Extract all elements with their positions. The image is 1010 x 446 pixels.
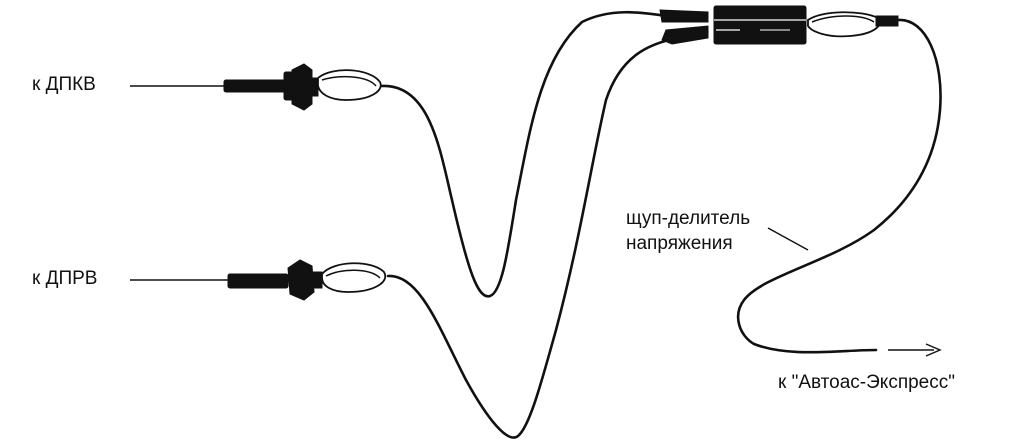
label-probe-line1: щуп-делитель	[626, 208, 751, 229]
probe-label-callout	[767, 227, 809, 251]
label-autoas-express: к "Автоас-Экспресс"	[778, 372, 955, 393]
label-probe-line2: напряжения	[626, 233, 733, 254]
label-dprv: к ДПРВ	[32, 268, 98, 289]
dprv-cable	[386, 36, 680, 439]
output-arrow	[888, 343, 942, 357]
dprv-connector	[227, 259, 387, 301]
divider-probe-body	[659, 5, 899, 45]
probe-output-cable	[736, 18, 942, 354]
dpkv-connector	[223, 63, 382, 111]
label-dpkv: к ДПКВ	[32, 74, 96, 95]
dpkv-cable	[380, 10, 668, 298]
